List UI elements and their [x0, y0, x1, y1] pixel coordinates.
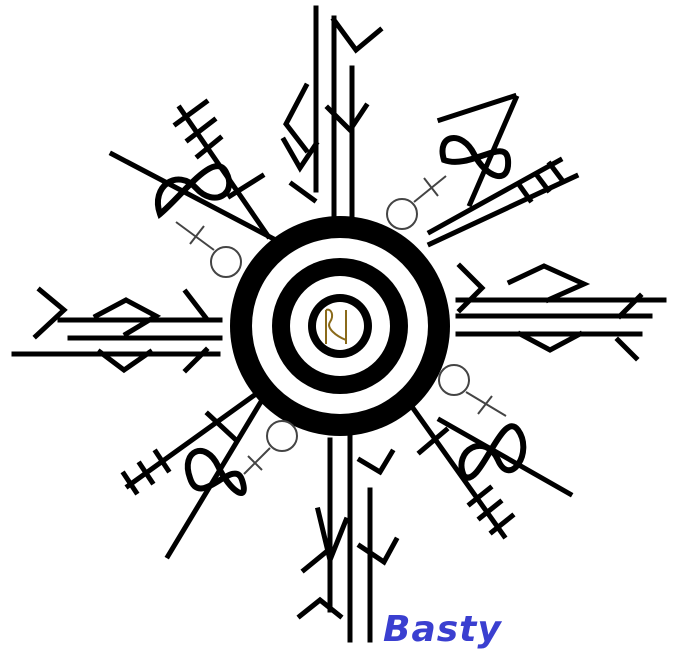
venus-glyphs	[175, 175, 507, 475]
spoke-upper-left	[108, 98, 276, 242]
spoke-upper-right	[426, 92, 580, 248]
spoke-lower-right	[406, 400, 574, 540]
spoke-bottom	[296, 433, 400, 643]
spoke-top	[280, 5, 384, 223]
artist-signature: Basty	[383, 609, 502, 650]
center-rings	[230, 216, 450, 436]
center-glyph	[325, 308, 347, 344]
venus-glyph-lower-right	[438, 364, 507, 417]
venus-glyph-lower-left	[243, 420, 298, 475]
venus-glyph-upper-right	[386, 175, 447, 230]
spoke-right	[455, 262, 667, 362]
spoke-left	[11, 286, 223, 374]
spoke-lower-left	[120, 390, 266, 560]
venus-glyph-upper-left	[175, 221, 242, 278]
